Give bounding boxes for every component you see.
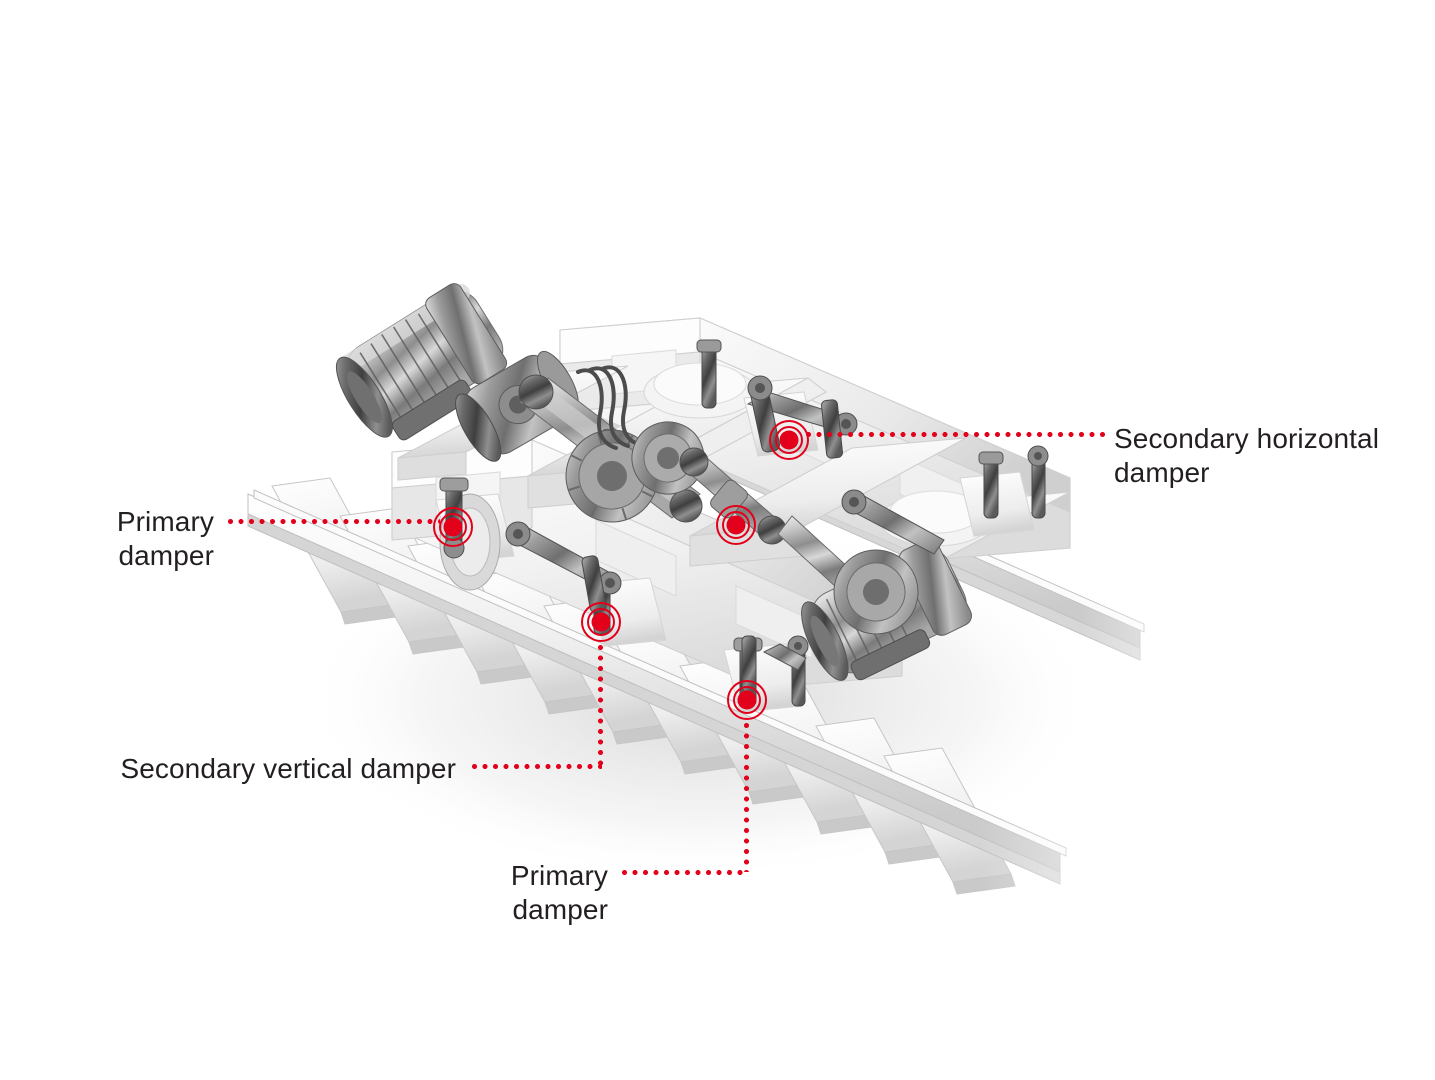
callout-label-primary-damper-left: Primary damper: [116, 506, 214, 572]
leader-primary-damper-bottom-horizontal: [622, 870, 748, 875]
marker-secondary-vertical-damper[interactable]: [579, 600, 623, 644]
rail-far: [559, 367, 1145, 661]
cardan-shaft-left: [518, 374, 703, 523]
vertical-damper-far-2: [978, 451, 1004, 519]
bottom-right-fade: [980, 820, 1240, 940]
marker-dot: [443, 517, 463, 537]
inclined-damper-right: [841, 489, 945, 555]
leader-secondary-horizontal-damper: [806, 432, 1106, 437]
marker-ring-inner: [587, 608, 615, 636]
marker-primary-damper-bottom[interactable]: [725, 678, 769, 722]
vertical-damper-far-1: [696, 339, 722, 409]
rail-near: [247, 489, 1067, 885]
marker-ring-outer: [716, 505, 756, 545]
marker-ring-outer: [433, 507, 473, 547]
marker-ring-outer: [727, 680, 767, 720]
vertical-damper-far-3: [1027, 445, 1049, 519]
callout-label-secondary-vertical-damper: Secondary vertical damper: [120, 753, 456, 784]
marker-ring-inner: [733, 686, 761, 714]
marker-ring-inner: [775, 426, 803, 454]
sleeper-group: [271, 477, 1016, 895]
ground-shadow: [300, 520, 1100, 880]
leader-secondary-vertical-damper-riser: [598, 645, 603, 766]
leader-primary-damper-bottom-riser: [744, 723, 749, 872]
traction-motor-right: [801, 538, 972, 681]
right-fade: [1080, 560, 1280, 760]
traction-motor-left: [335, 283, 703, 591]
marker-ring-outer: [769, 420, 809, 460]
gear-unit-left: [565, 429, 659, 523]
marker-secondary-horizontal-damper[interactable]: [767, 418, 811, 462]
callout-label-secondary-horizontal-damper: Secondary horizontal damper: [1114, 423, 1380, 489]
marker-ring-outer: [581, 602, 621, 642]
leader-secondary-vertical-damper-horizontal: [472, 764, 602, 769]
cable-bundle: [576, 365, 642, 450]
marker-dot: [726, 515, 746, 535]
marker-dot: [779, 430, 799, 450]
marker-center-unlabeled[interactable]: [714, 503, 758, 547]
marker-dot: [591, 612, 611, 632]
callout-label-primary-damper-bottom: Primary damper: [510, 860, 608, 926]
leader-primary-damper-left: [228, 519, 440, 524]
marker-ring-inner: [439, 513, 467, 541]
marker-primary-damper-left[interactable]: [431, 505, 475, 549]
marker-dot: [737, 690, 757, 710]
marker-ring-inner: [722, 511, 750, 539]
